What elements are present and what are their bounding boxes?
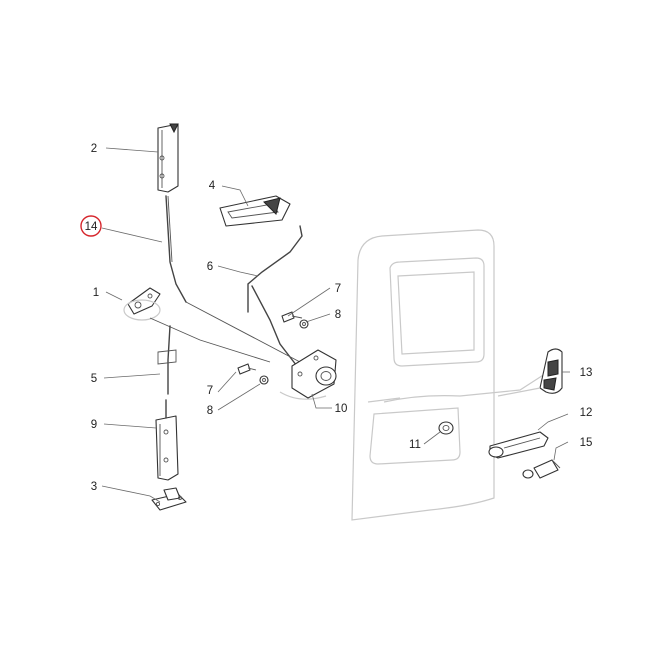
callout-11[interactable]: 11 <box>409 439 421 451</box>
part-7-screw-upper[interactable] <box>281 311 303 323</box>
connecting-rod[interactable] <box>149 301 301 363</box>
callout-6[interactable]: 6 <box>207 261 213 273</box>
highlight-ring <box>80 215 102 237</box>
callout-8-upper[interactable]: 8 <box>335 309 341 321</box>
part-1-lever[interactable] <box>123 287 161 321</box>
part-8-washer-lower[interactable] <box>259 375 269 385</box>
callout-9[interactable]: 9 <box>91 419 97 431</box>
leader-lines <box>101 147 570 503</box>
part-14-upper-rod[interactable] <box>165 195 187 303</box>
callout-5[interactable]: 5 <box>91 373 97 385</box>
callout-3[interactable]: 3 <box>91 481 97 493</box>
part-9-lower-guide[interactable] <box>155 399 179 481</box>
callout-2[interactable]: 2 <box>91 143 97 155</box>
part-13-cover[interactable] <box>497 348 563 397</box>
part-11-grommet[interactable] <box>438 421 454 435</box>
callout-8-lower[interactable]: 8 <box>207 405 213 417</box>
door-outline <box>351 229 549 521</box>
part-15-cylinder[interactable] <box>522 459 561 479</box>
callout-14[interactable]: 14 <box>85 221 98 233</box>
callout-10[interactable]: 10 <box>335 403 348 415</box>
part-3-striker[interactable] <box>151 487 187 511</box>
part-7-screw-lower[interactable] <box>237 363 257 375</box>
callout-12[interactable]: 12 <box>580 407 593 419</box>
part-10-lock[interactable] <box>279 349 337 400</box>
callout-7-lower[interactable]: 7 <box>207 385 213 397</box>
callout-7-upper[interactable]: 7 <box>335 283 341 295</box>
part-5-lower-rod[interactable] <box>157 325 177 395</box>
part-8-washer-upper[interactable] <box>299 319 309 329</box>
part-2-upper-guide[interactable] <box>157 123 179 193</box>
callout-15[interactable]: 15 <box>580 437 593 449</box>
part-4-inside-handle[interactable] <box>219 195 291 227</box>
callout-4[interactable]: 4 <box>209 180 216 192</box>
callout-13[interactable]: 13 <box>580 367 593 379</box>
part-12-outside-handle[interactable] <box>488 431 549 459</box>
callout-1[interactable]: 1 <box>93 287 99 299</box>
callout-labels: 2 4 14 6 1 7 8 5 7 8 10 9 11 3 13 12 15 <box>85 143 593 493</box>
